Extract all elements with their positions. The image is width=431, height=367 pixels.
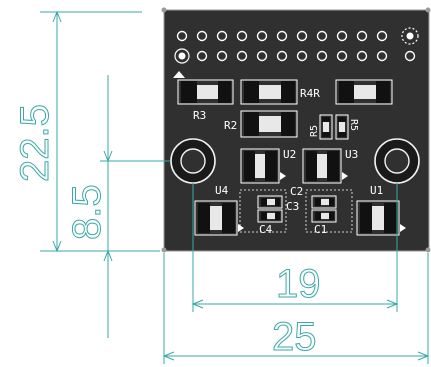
board-corner-marks <box>161 7 431 253</box>
label-r5-right: R5 <box>348 119 359 131</box>
capacitor-c2-right <box>311 195 337 209</box>
header-pin <box>376 50 388 62</box>
ic-u4 <box>194 200 244 236</box>
dimension-19: 19 <box>276 262 321 306</box>
header-pin <box>256 50 268 62</box>
label-c2: C2 <box>290 185 303 198</box>
header-pin <box>356 30 368 42</box>
header-pin <box>356 50 368 62</box>
ic-u1 <box>356 200 406 236</box>
dimension-25: 25 <box>272 315 317 359</box>
header-pin <box>296 50 308 62</box>
label-r4r: R4R <box>300 87 320 100</box>
header-pin <box>196 50 208 62</box>
header-pin <box>256 30 268 42</box>
header-pin <box>216 50 228 62</box>
header-pin <box>236 50 248 62</box>
header-pin <box>316 50 328 62</box>
label-c1: C1 <box>314 223 327 236</box>
header-pin <box>296 30 308 42</box>
mounting-hole-left <box>170 138 216 184</box>
resistor-r5-left <box>319 114 333 140</box>
header-pin <box>316 30 328 42</box>
mounting-hole-right <box>374 138 420 184</box>
test-pad-top-right <box>401 27 419 45</box>
label-u3: U3 <box>345 148 358 161</box>
resistor-r4 <box>240 79 298 105</box>
test-pad-top-left <box>174 48 190 64</box>
header-pin <box>336 30 348 42</box>
label-r5-left: R5 <box>309 125 320 137</box>
header-pin <box>236 30 248 42</box>
header-pin <box>376 30 388 42</box>
dimension-8-5: 8.5 <box>65 184 109 240</box>
label-u4: U4 <box>215 184 229 197</box>
label-u1: U1 <box>370 184 383 197</box>
capacitor-c2 <box>257 195 283 209</box>
header-pin <box>176 30 188 42</box>
resistor-r-right <box>335 79 393 105</box>
header-pin <box>216 30 228 42</box>
header-pin <box>276 30 288 42</box>
resistor-r2 <box>240 110 298 138</box>
capacitor-c1 <box>311 209 337 223</box>
dimension-22-5: 22.5 <box>13 104 57 182</box>
label-c4: C4 <box>259 223 273 236</box>
label-r3: R3 <box>193 109 206 122</box>
label-u2: U2 <box>283 148 296 161</box>
resistor-r3 <box>177 79 234 105</box>
header-pin-array <box>176 30 416 62</box>
header-pin <box>276 50 288 62</box>
header-pin <box>404 50 416 62</box>
ic-u3 <box>302 148 348 184</box>
label-c3: C3 <box>286 200 299 213</box>
capacitor-c3 <box>257 209 283 223</box>
resistor-r5-right <box>335 114 349 140</box>
ic-u2 <box>240 148 286 184</box>
dimension-lines <box>40 10 430 364</box>
header-pin <box>196 30 208 42</box>
header-pin <box>336 50 348 62</box>
pin1-triangle-icon <box>173 71 185 78</box>
label-r2: R2 <box>224 119 237 132</box>
